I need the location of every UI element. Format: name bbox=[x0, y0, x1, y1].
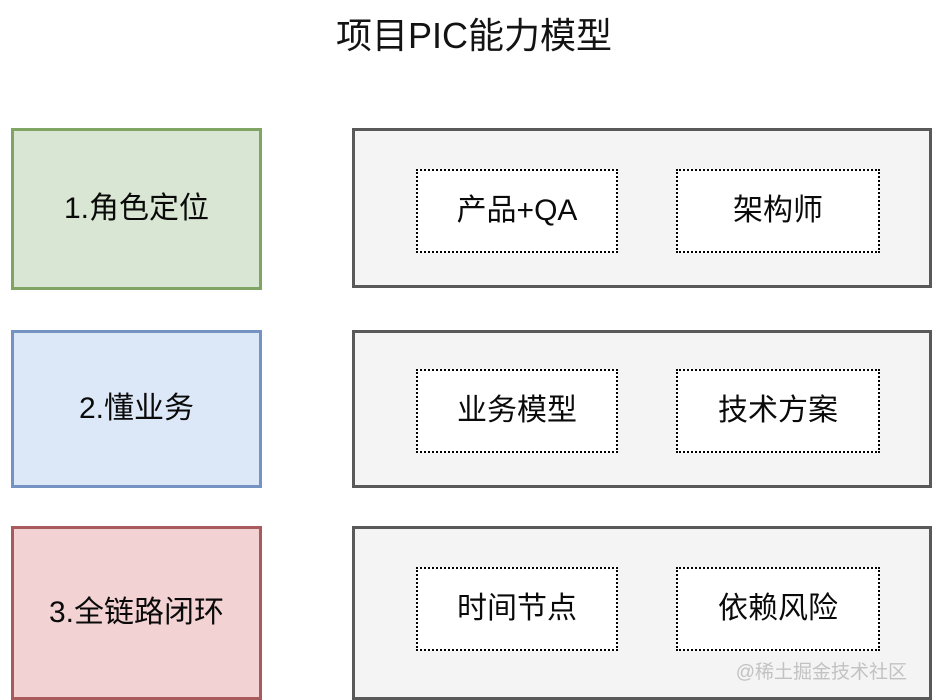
detail-chip-label-1-1: 产品+QA bbox=[456, 194, 578, 227]
detail-chip-1-1: 产品+QA bbox=[416, 169, 618, 253]
detail-chip-2-2: 技术方案 bbox=[676, 369, 880, 453]
detail-chip-3-2: 依赖风险 bbox=[676, 567, 880, 651]
page-title: 项目PIC能力模型 bbox=[335, 15, 612, 56]
detail-chip-label-3-2: 依赖风险 bbox=[718, 592, 838, 625]
detail-chip-label-1-2: 架构师 bbox=[733, 194, 823, 227]
detail-chip-label-2-2: 技术方案 bbox=[718, 394, 838, 427]
model-row-2: 2.懂业务 业务模型 技术方案 bbox=[0, 330, 948, 488]
detail-chip-label-2-1: 业务模型 bbox=[457, 394, 577, 427]
model-row-1: 1.角色定位 产品+QA 架构师 bbox=[0, 128, 948, 290]
category-label-3: 3.全链路闭环 bbox=[48, 596, 225, 629]
category-box-1: 1.角色定位 bbox=[11, 128, 262, 290]
detail-chip-label-3-1: 时间节点 bbox=[457, 592, 577, 625]
detail-chip-2-1: 业务模型 bbox=[416, 369, 618, 453]
detail-panel-1: 产品+QA 架构师 bbox=[352, 128, 932, 288]
category-box-2: 2.懂业务 bbox=[11, 330, 262, 488]
detail-chip-1-2: 架构师 bbox=[676, 169, 880, 253]
category-box-3: 3.全链路闭环 bbox=[11, 526, 262, 700]
detail-panel-2: 业务模型 技术方案 bbox=[352, 330, 932, 488]
detail-chip-3-1: 时间节点 bbox=[416, 567, 618, 651]
category-label-1: 1.角色定位 bbox=[63, 192, 210, 225]
category-label-2: 2.懂业务 bbox=[78, 392, 195, 425]
model-row-3: 3.全链路闭环 时间节点 依赖风险 @稀土掘金技术社区 bbox=[0, 526, 948, 700]
watermark: @稀土掘金技术社区 bbox=[735, 662, 907, 683]
detail-panel-3: 时间节点 依赖风险 @稀土掘金技术社区 bbox=[352, 526, 932, 700]
